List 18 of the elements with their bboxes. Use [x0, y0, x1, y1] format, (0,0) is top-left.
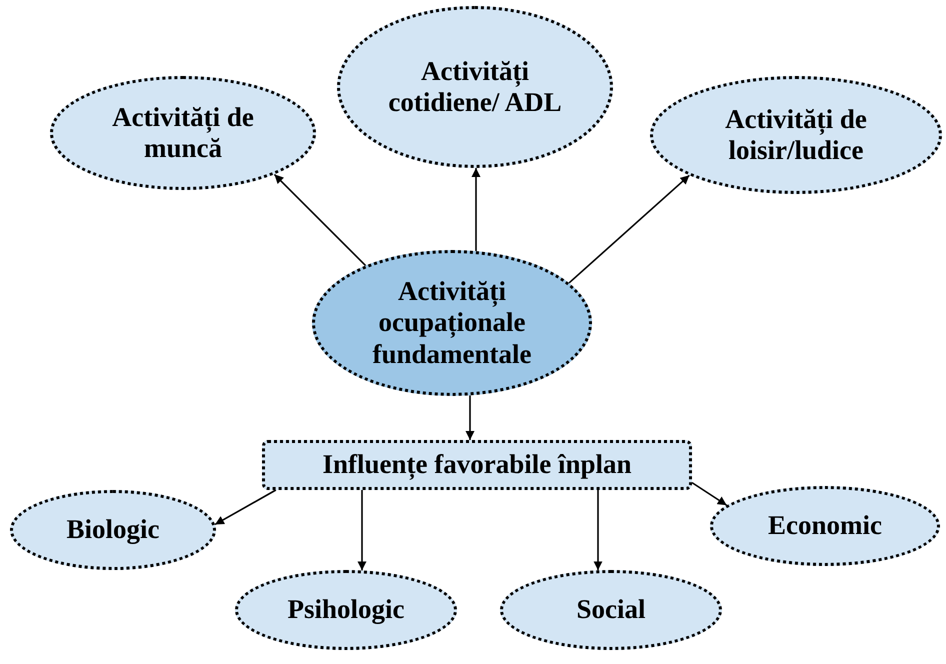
arrow — [692, 482, 728, 506]
arrow — [274, 174, 366, 266]
node-label: Economic — [767, 510, 883, 542]
influence-box — [262, 440, 692, 490]
node-label: Activități ocupaționale fundamentale — [371, 276, 532, 370]
arrow — [568, 174, 690, 284]
node-label: Social — [575, 594, 646, 626]
node-label: Activități de loisir/ludice — [724, 104, 868, 166]
arrow — [594, 490, 602, 570]
arrow — [358, 490, 366, 570]
node-label: Biologic — [66, 514, 160, 546]
node-label: Activități de muncă — [111, 102, 255, 164]
arrow — [214, 489, 276, 526]
node-label: Psihologic — [286, 594, 406, 626]
arrow — [472, 168, 480, 252]
arrow — [466, 395, 474, 440]
node-label: Influențe favorabile înplan — [322, 449, 632, 481]
node-label: Activități cotidiene/ ADL — [387, 56, 563, 118]
